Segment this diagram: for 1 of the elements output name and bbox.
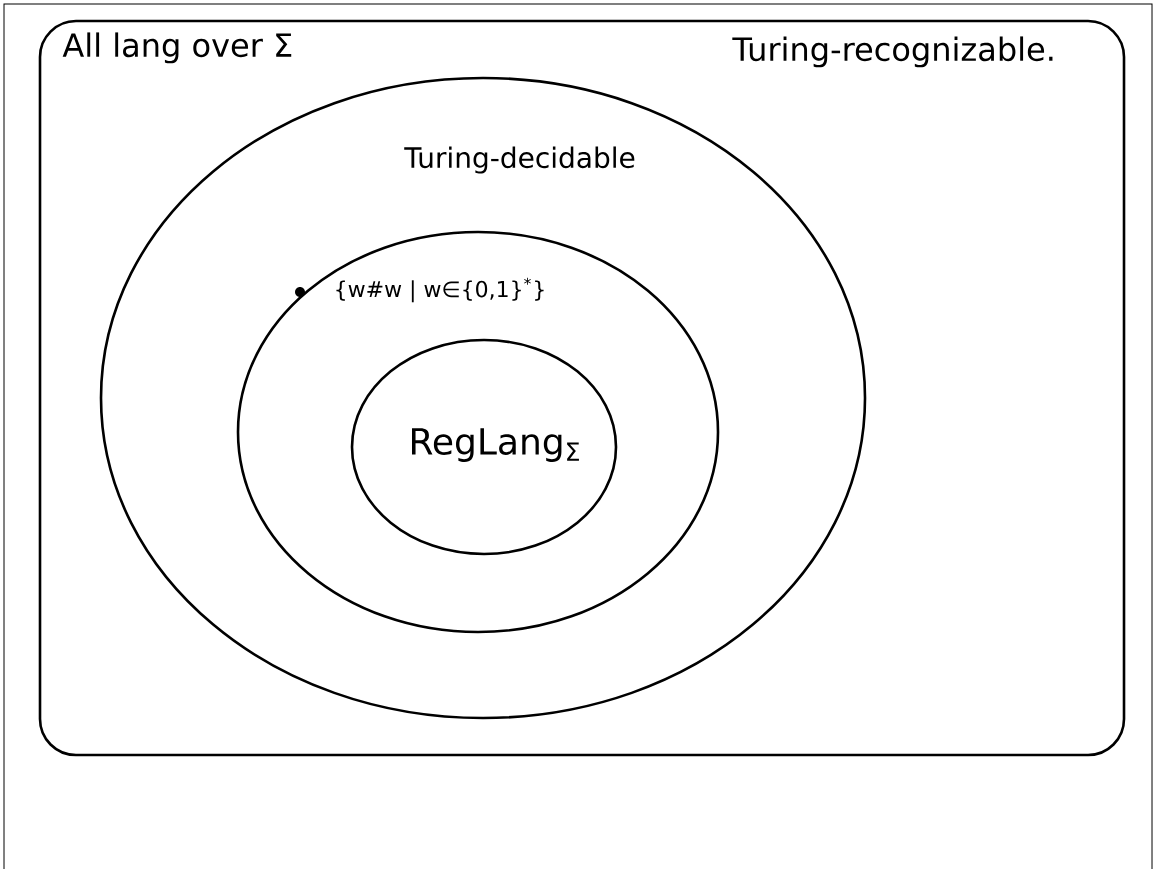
set-region: RegLang$_{Σ}$	[350, 338, 618, 556]
